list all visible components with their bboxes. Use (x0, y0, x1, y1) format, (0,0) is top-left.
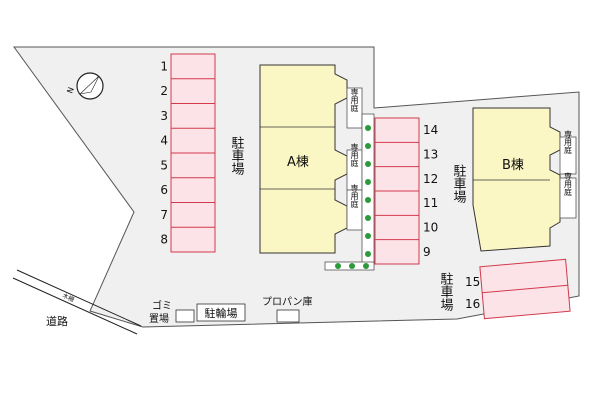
trash-label-line1: ゴミ (152, 299, 172, 312)
garden-b1-label: 専用庭 (564, 129, 573, 155)
parking-number-9: 9 (423, 245, 431, 259)
garden-a3-label: 専用庭 (350, 183, 359, 209)
private-garden-b1: 専用庭 (559, 129, 577, 175)
parking-middle-group: 14 13 12 11 10 9 (374, 117, 438, 265)
propane-label: プロパン庫 (262, 295, 313, 308)
garden-a2-label: 専用庭 (350, 142, 359, 168)
hedge-shrub (365, 215, 371, 221)
hedge-shrub (365, 125, 371, 131)
building-a-label: A棟 (287, 155, 309, 170)
road-label: 道路 (46, 314, 68, 328)
road-side-label: 木柵 (61, 292, 75, 304)
parking-number-6: 6 (160, 183, 168, 197)
parking-number-16: 16 (465, 297, 480, 311)
trash-area: ゴミ 置場 (149, 299, 195, 325)
hedge-strip (324, 113, 375, 271)
private-garden-a1: 専用庭 (346, 87, 363, 129)
parking-number-8: 8 (160, 233, 168, 247)
parking-number-1: 1 (160, 59, 168, 73)
parking-number-15: 15 (465, 275, 480, 289)
hedge-shrub (365, 197, 371, 203)
bicycle-parking: 駐輪場 (196, 303, 246, 322)
hedge-shrub (365, 179, 371, 185)
hedge-shrub (365, 233, 371, 239)
parking-number-10: 10 (423, 221, 438, 235)
bicycle-label: 駐輪場 (205, 306, 238, 320)
parking-number-4: 4 (160, 134, 168, 148)
compass-icon: N (65, 72, 104, 100)
parking-label-left: 駐車場 (229, 136, 245, 175)
building-b: B棟 (472, 107, 561, 252)
trash-label-line2: 置場 (149, 312, 169, 325)
hedge-shrub (365, 161, 371, 167)
parking-number-12: 12 (423, 172, 438, 186)
private-garden-a3: 専用庭 (346, 183, 363, 231)
parking-number-11: 11 (423, 196, 438, 210)
parking-number-3: 3 (160, 109, 168, 123)
private-garden-b2: 専用庭 (559, 171, 577, 219)
hedge-shrub (335, 263, 341, 269)
hedge-shrub (363, 263, 369, 269)
compass-north-label: N (65, 86, 76, 95)
building-b-label: B棟 (502, 158, 524, 173)
parking-number-5: 5 (160, 158, 168, 172)
parking-right-group (479, 258, 571, 320)
parking-number-2: 2 (160, 84, 168, 98)
building-a: A棟 (259, 64, 348, 254)
parking-number-13: 13 (423, 148, 438, 162)
parking-left-group: 1 2 3 4 5 6 7 8 (160, 53, 216, 253)
garden-a1-label: 専用庭 (350, 87, 359, 113)
hedge-shrub (365, 143, 371, 149)
propane-storage: プロパン庫 (262, 295, 313, 323)
parking-number-7: 7 (160, 208, 168, 222)
garden-b2-label: 専用庭 (564, 171, 573, 197)
hedge-shrub (349, 263, 355, 269)
parking-number-14: 14 (423, 123, 438, 137)
hedge-shrub (365, 251, 371, 257)
parking-label-middle: 駐車場 (451, 164, 467, 203)
parking-label-right: 駐車場 (438, 272, 454, 311)
